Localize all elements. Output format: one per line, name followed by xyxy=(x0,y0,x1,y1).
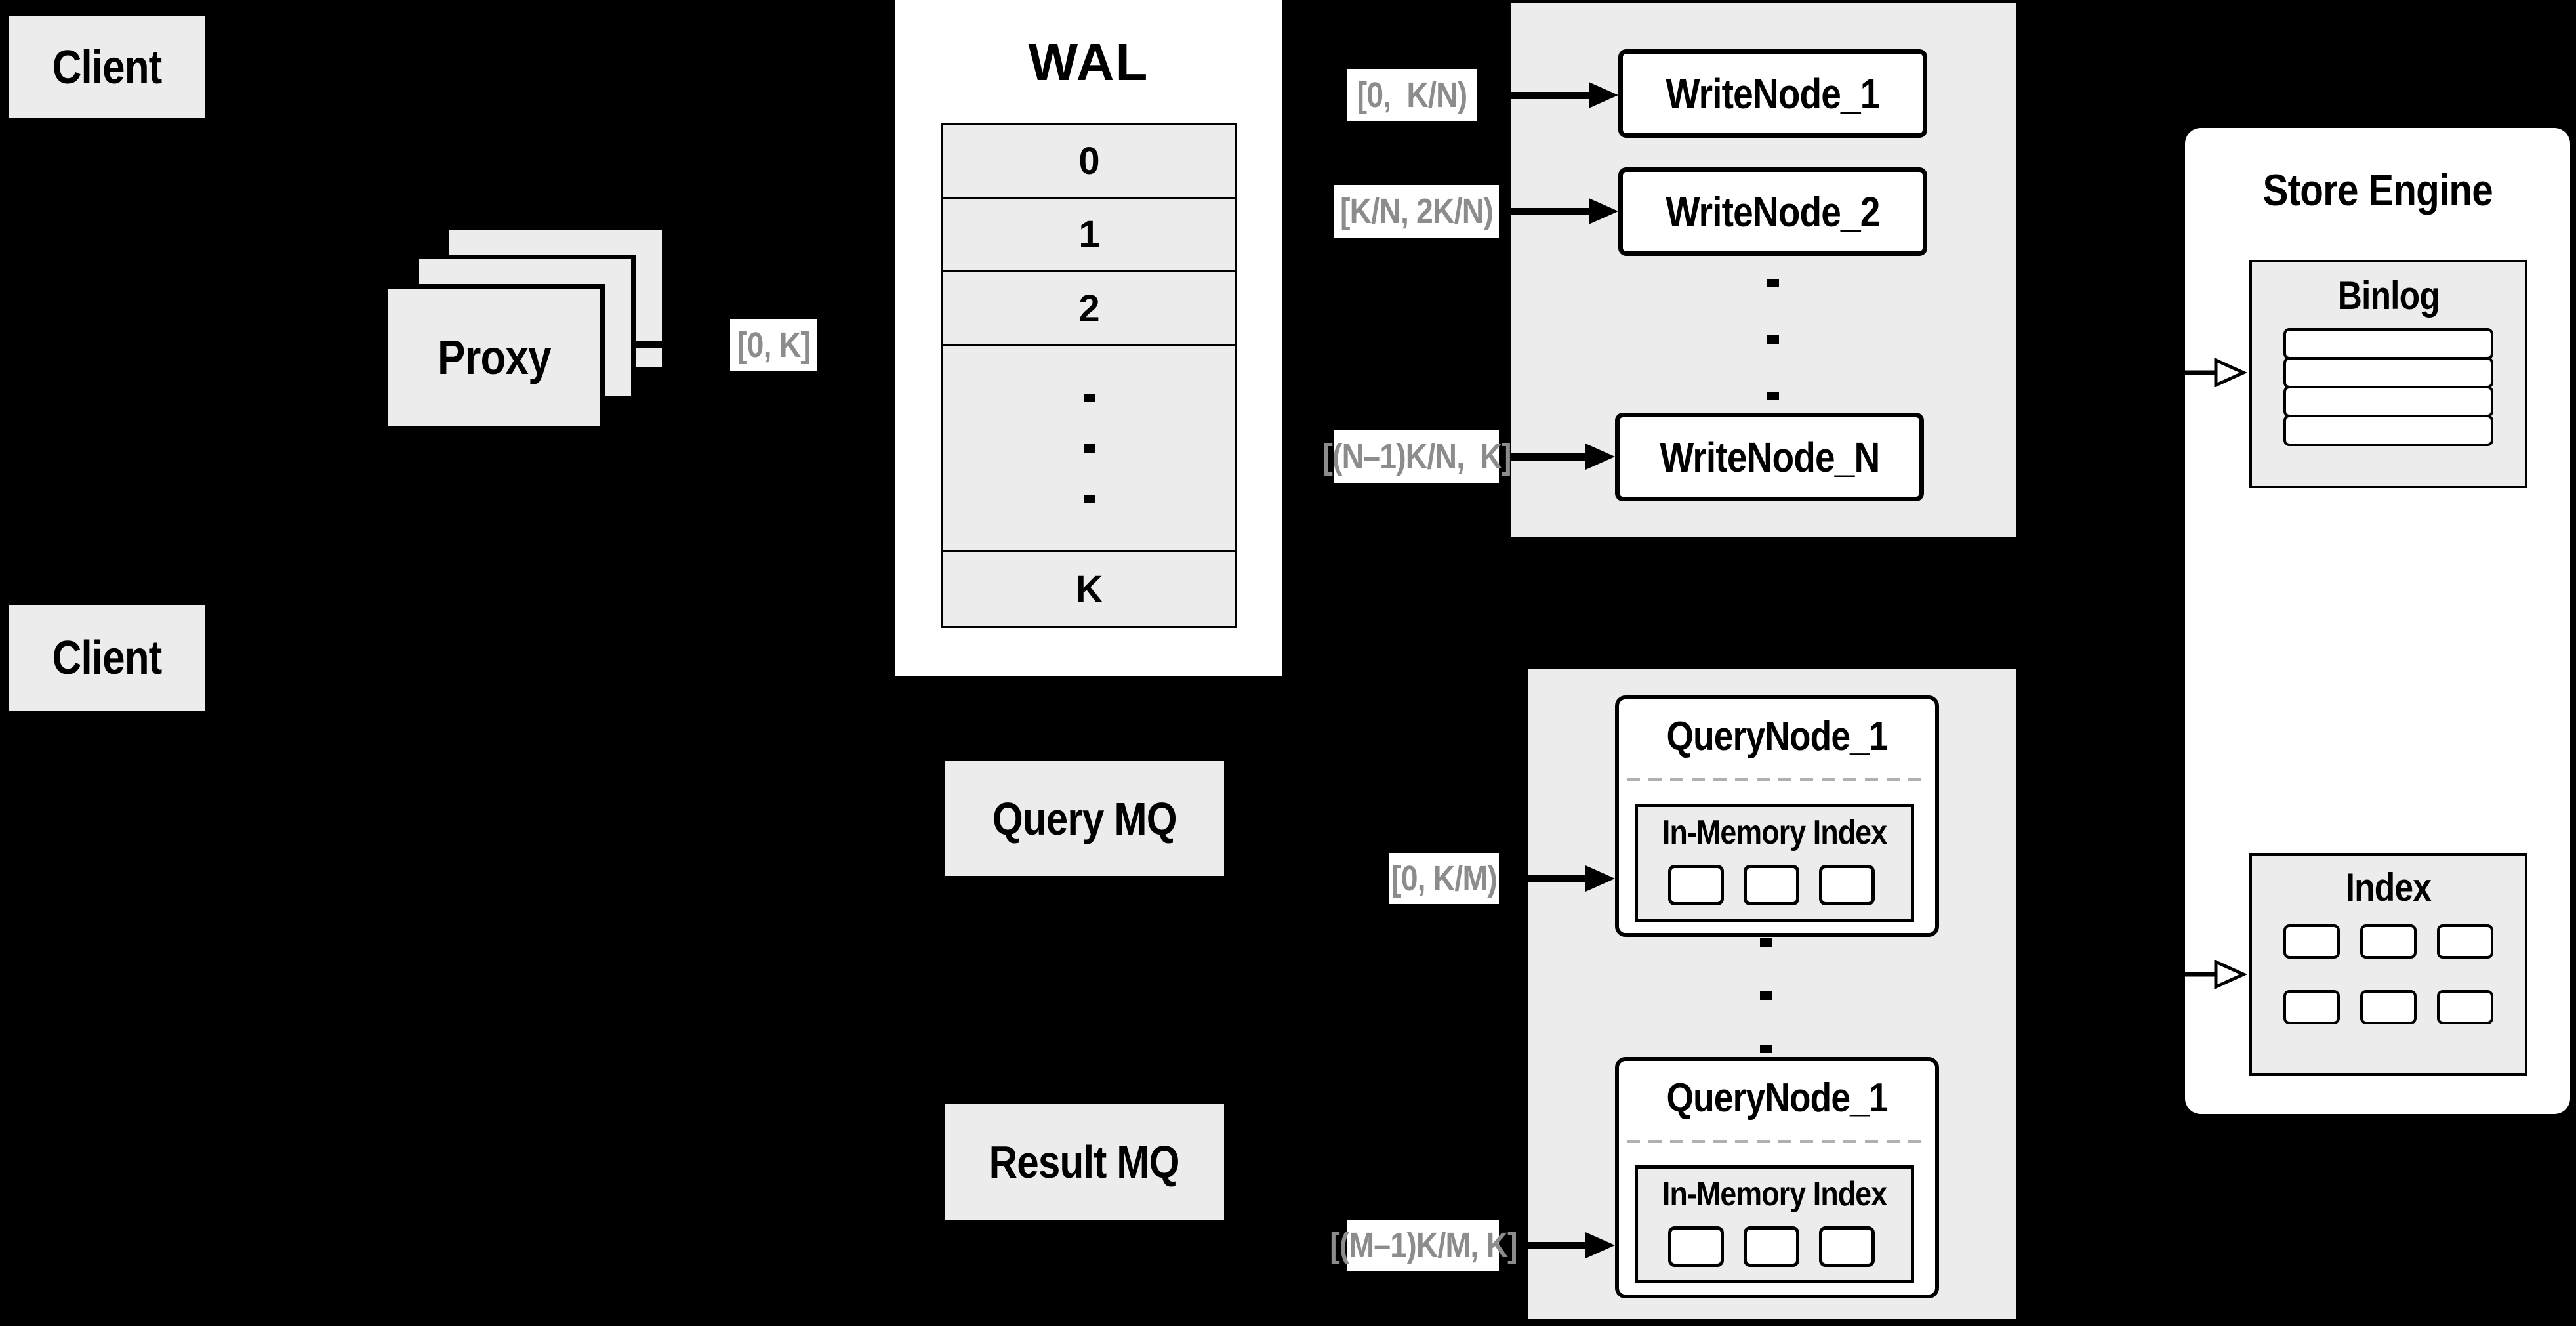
arrow-head-to-writenode-1 xyxy=(1589,82,1618,108)
range-label-querynode-2: [(M–1)K/M, K] xyxy=(1330,1220,1517,1271)
store-engine-title-wrap: Store Engine xyxy=(2185,157,2570,223)
wal-title: WAL xyxy=(1028,33,1149,91)
range-label-0-k: [0, K] xyxy=(730,319,817,371)
arrow-line-to-writenode-n xyxy=(1500,453,1586,461)
in-memory-index-2-title: In-Memory Index xyxy=(1662,1175,1887,1213)
arrow-head-to-querynode-1 xyxy=(1585,865,1615,892)
binlog-row xyxy=(2283,357,2493,388)
index-cell xyxy=(2360,924,2417,959)
segment-box xyxy=(1744,865,1799,905)
index-title: Index xyxy=(2345,865,2432,909)
index-grid xyxy=(2283,924,2493,1024)
wal-log-row-1: 1 xyxy=(943,199,1235,272)
wal-log-row-k: K xyxy=(943,552,1235,626)
index-cell xyxy=(2360,990,2417,1024)
query-ellipsis-dot xyxy=(1760,991,1772,1000)
segment-box xyxy=(1744,1226,1799,1267)
range-label-querynode-2-text: [(M–1)K/M, K] xyxy=(1329,1226,1517,1265)
write-node-n-label: WriteNode_N xyxy=(1659,433,1880,481)
result-mq-label: Result MQ xyxy=(989,1136,1180,1188)
write-node-2-label: WriteNode_2 xyxy=(1666,188,1881,236)
arrow-line-to-querynode-2 xyxy=(1500,1242,1586,1249)
arrow-line-to-writenode-2 xyxy=(1500,208,1589,215)
write-node-2-box: WriteNode_2 xyxy=(1618,167,1927,256)
query-node-1-title-wrap: QueryNode_1 xyxy=(1619,699,1935,773)
wal-title-wrap: WAL xyxy=(895,30,1282,95)
in-memory-index-box-2: In-Memory Index xyxy=(1635,1165,1914,1283)
range-label-writenode-n: [(N–1)K/N, K] xyxy=(1322,430,1511,483)
in-memory-segments-1 xyxy=(1668,865,1875,905)
range-label-writenode-2-text: [K/N, 2K/N) xyxy=(1339,192,1494,231)
in-memory-index-1-title-wrap: In-Memory Index xyxy=(1638,807,1911,858)
query-node-2-dashed-divider xyxy=(1627,1140,1930,1143)
index-hollow-arrow xyxy=(2132,960,2247,989)
query-node-ellipsis xyxy=(1753,938,1779,1053)
query-node-2-title: QueryNode_1 xyxy=(1666,1075,1888,1121)
arrow-head-to-writenode-2 xyxy=(1589,198,1618,224)
wal-log-row-0: 0 xyxy=(943,125,1235,199)
wal-ellipsis-dot xyxy=(1083,394,1095,402)
binlog-box: Binlog xyxy=(2249,260,2527,488)
binlog-title: Binlog xyxy=(2337,273,2440,318)
query-ellipsis-dot xyxy=(1760,938,1772,947)
write-ellipsis-dot xyxy=(1767,392,1779,400)
query-node-2-title-wrap: QueryNode_1 xyxy=(1619,1061,1935,1134)
index-cell xyxy=(2283,990,2340,1024)
binlog-rows xyxy=(2283,328,2493,446)
client-top-label: Client xyxy=(52,41,163,94)
arrow-line-to-writenode-1 xyxy=(1478,92,1589,99)
wal-ellipsis-dot xyxy=(1083,495,1095,503)
index-cell xyxy=(2437,990,2493,1024)
range-label-writenode-1-text: [0, K/N) xyxy=(1357,75,1468,115)
result-mq-box: Result MQ xyxy=(945,1104,1224,1220)
range-label-querynode-1-text: [0, K/M) xyxy=(1391,859,1498,898)
range-label-0-k-text: [0, K] xyxy=(737,325,811,365)
index-cell xyxy=(2437,924,2493,959)
wal-ellipsis xyxy=(943,346,1235,552)
binlog-row xyxy=(2283,415,2493,446)
binlog-row xyxy=(2283,386,2493,417)
arrow-head-to-writenode-n xyxy=(1585,444,1615,470)
binlog-row xyxy=(2283,328,2493,360)
segment-box xyxy=(1668,1226,1724,1267)
binlog-title-wrap: Binlog xyxy=(2252,269,2525,321)
arrow-line-to-querynode-1 xyxy=(1500,875,1586,882)
client-bottom-label: Client xyxy=(52,632,163,684)
query-mq-label: Query MQ xyxy=(992,793,1177,844)
query-mq-box: Query MQ xyxy=(945,761,1224,876)
segment-box xyxy=(1819,865,1875,905)
write-ellipsis-dot xyxy=(1767,279,1779,287)
wal-log-table: 0 1 2 K xyxy=(941,123,1237,628)
query-node-1-dashed-divider xyxy=(1627,778,1930,781)
segment-box xyxy=(1668,865,1724,905)
wal-ellipsis-dot xyxy=(1083,444,1095,453)
in-memory-index-box-1: In-Memory Index xyxy=(1635,804,1914,922)
write-node-1-label: WriteNode_1 xyxy=(1666,70,1881,117)
store-engine-title: Store Engine xyxy=(2262,165,2493,215)
write-node-n-box: WriteNode_N xyxy=(1615,413,1924,501)
range-label-writenode-n-text: [(N–1)K/N, K] xyxy=(1322,437,1511,476)
client-box-top: Client xyxy=(9,16,205,118)
index-box: Index xyxy=(2249,853,2527,1076)
index-cell xyxy=(2283,924,2340,959)
write-ellipsis-dot xyxy=(1767,335,1779,344)
range-label-writenode-1: [0, K/N) xyxy=(1347,69,1477,121)
range-label-writenode-2: [K/N, 2K/N) xyxy=(1334,185,1499,238)
binlog-hollow-arrow xyxy=(2132,358,2247,387)
write-node-1-box: WriteNode_1 xyxy=(1618,49,1927,138)
proxy-box: Proxy xyxy=(383,284,605,430)
index-title-wrap: Index xyxy=(2252,861,2525,913)
range-label-querynode-1: [0, K/M) xyxy=(1389,853,1499,904)
in-memory-segments-2 xyxy=(1668,1226,1875,1267)
segment-box xyxy=(1819,1226,1875,1267)
query-node-1-title: QueryNode_1 xyxy=(1666,713,1888,759)
in-memory-index-1-title: In-Memory Index xyxy=(1662,814,1887,852)
arrow-head-to-querynode-2 xyxy=(1585,1232,1615,1258)
client-box-bottom: Client xyxy=(9,605,205,711)
wal-log-row-2: 2 xyxy=(943,272,1235,346)
query-ellipsis-dot xyxy=(1760,1045,1772,1053)
write-node-ellipsis xyxy=(1760,279,1786,400)
in-memory-index-2-title-wrap: In-Memory Index xyxy=(1638,1169,1911,1220)
proxy-label: Proxy xyxy=(437,330,551,384)
